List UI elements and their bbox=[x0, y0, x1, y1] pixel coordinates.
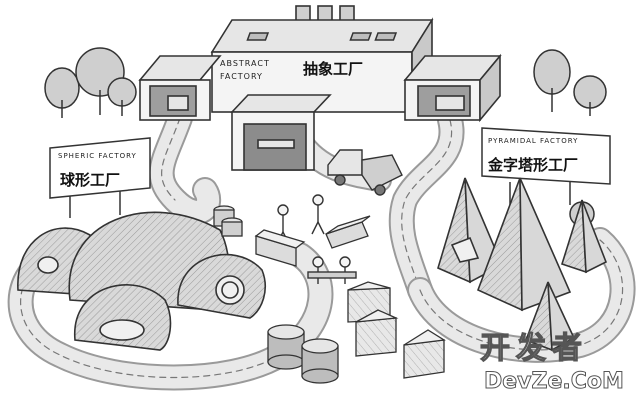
truck bbox=[327, 149, 403, 196]
spheric-factory-label-cn: 球形工厂 bbox=[60, 171, 120, 189]
pyramidal-factory-label-cn: 金字塔形工厂 bbox=[487, 156, 578, 174]
trees-left bbox=[44, 47, 137, 118]
watermark-cn: 开发者 bbox=[480, 331, 588, 366]
spheric-factory-sign: SPHERIC FACTORY 球形工厂 bbox=[49, 137, 151, 218]
abstract-factory-label-cn: 抽象工厂 bbox=[303, 60, 363, 78]
spheric-factory-label-en: SPHERIC FACTORY bbox=[58, 152, 137, 160]
dome bbox=[74, 284, 172, 351]
stacked-beams bbox=[254, 215, 371, 267]
abstract-factory-label-en-2: FACTORY bbox=[220, 72, 263, 81]
spheric-factory-domes bbox=[17, 211, 266, 351]
watermark-en: DevZe.CoM bbox=[484, 369, 624, 394]
pyramids bbox=[437, 177, 608, 352]
abstract-factory-sign: ABSTRACT FACTORY 抽象工厂 bbox=[220, 59, 363, 81]
cheese-wedges bbox=[347, 281, 446, 379]
watermark: 开发者 DevZe.CoM bbox=[479, 330, 624, 394]
pyramidal-factory-sign: PYRAMIDAL FACTORY 金字塔形工厂 bbox=[481, 127, 611, 205]
coin-stacks bbox=[267, 324, 339, 384]
abstract-factory-label-en-1: ABSTRACT bbox=[220, 59, 270, 68]
trees-right bbox=[533, 49, 607, 234]
abstract-factory-building bbox=[138, 5, 502, 171]
pyramidal-factory-label-en: PYRAMIDAL FACTORY bbox=[488, 137, 578, 145]
barrels bbox=[213, 205, 243, 237]
